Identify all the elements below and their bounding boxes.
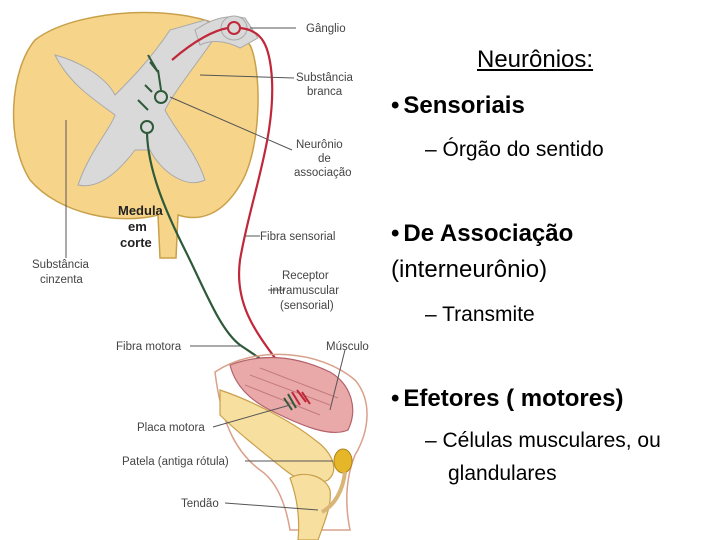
bullet-associacao: •De Associação <box>391 220 573 248</box>
motor-fiber-upper <box>147 54 162 91</box>
label-placa-motora: Placa motora <box>137 422 205 434</box>
femur <box>219 389 335 484</box>
bullet-efetores: •Efetores ( motores) <box>391 385 623 413</box>
label-patela: Patela (antiga rótula) <box>122 456 229 468</box>
label-substancia-branca-2: branca <box>307 86 343 98</box>
label-receptor-1: Receptor <box>282 270 329 282</box>
reflex-arc-diagram: Gânglio Substância branca Neurônio de as… <box>12 11 369 540</box>
bullet-efetores-text: Efetores ( motores) <box>403 385 624 412</box>
bullet-associacao-cont: (interneurônio) <box>391 256 548 283</box>
bullet-dot: • <box>391 92 400 119</box>
label-medula-3: corte <box>120 235 152 250</box>
slide-title: Neurônios: <box>477 46 594 73</box>
sub-bullet-transmite: – Transmite <box>425 303 535 326</box>
sub-bullet-celulas: – Células musculares, ou <box>425 429 661 452</box>
tibia <box>289 473 331 540</box>
grey-matter <box>54 19 221 187</box>
thigh-muscle <box>229 356 354 434</box>
label-musculo: Músculo <box>326 341 369 353</box>
sensory-fiber <box>171 26 301 396</box>
label-receptor-2: intramuscular <box>270 285 339 297</box>
label-neuronio-1: Neurônio <box>296 139 343 151</box>
sub-bullet-celulas-cont: glandulares <box>448 462 557 485</box>
label-neuronio-2: de <box>318 153 331 165</box>
bullet-dot: • <box>391 385 400 412</box>
patella <box>333 448 353 474</box>
leader-lines <box>65 27 346 511</box>
label-tendao: Tendão <box>181 498 219 510</box>
label-receptor-3: (sensorial) <box>280 300 334 312</box>
bullet-dot: • <box>391 220 400 247</box>
label-neuronio-3: associação <box>294 167 352 179</box>
label-substancia-branca-1: Substância <box>296 72 354 84</box>
motor-endplate <box>283 393 297 411</box>
bullet-sensoriais-text: Sensoriais <box>403 92 525 119</box>
sub-bullet-orgao: – Órgão do sentido <box>425 138 604 161</box>
receptor-endings <box>291 389 311 406</box>
label-substancia-cinzenta-1: Substância <box>32 259 90 271</box>
label-medula-2: em <box>128 219 147 234</box>
tendon <box>320 471 347 514</box>
label-fibra-motora: Fibra motora <box>116 341 182 353</box>
label-substancia-cinzenta-2: cinzenta <box>40 274 83 286</box>
bullet-sensoriais: •Sensoriais <box>391 92 525 120</box>
label-fibra-sensorial: Fibra sensorial <box>260 231 335 243</box>
label-ganglio: Gânglio <box>306 23 346 35</box>
label-medula-1: Medula <box>118 203 164 218</box>
association-neuron <box>154 90 168 104</box>
bullet-associacao-text: De Associação <box>403 220 574 247</box>
leg-skin <box>214 353 368 531</box>
muscle-striations <box>244 367 339 416</box>
ganglion <box>220 15 248 41</box>
